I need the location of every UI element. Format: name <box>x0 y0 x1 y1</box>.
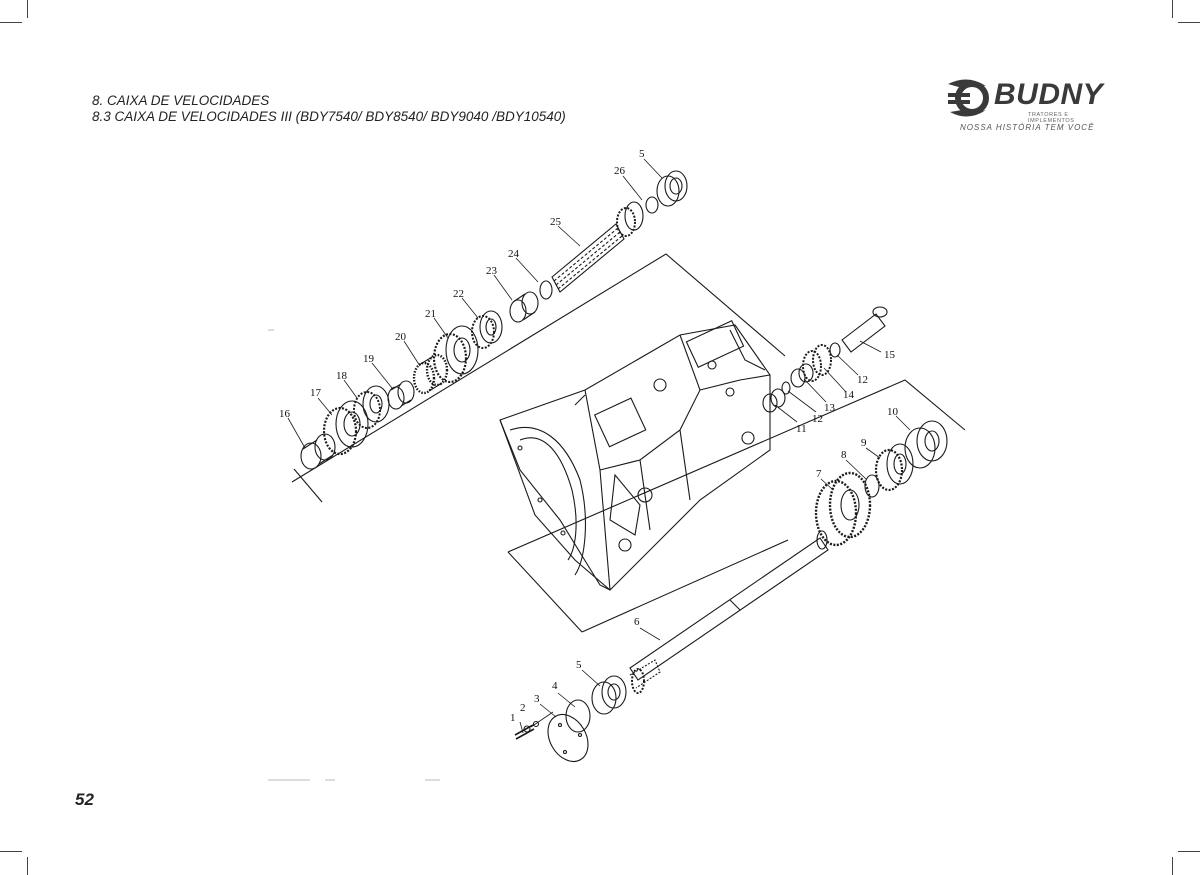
crop-mark <box>0 851 22 852</box>
label-26: 26 <box>614 165 626 177</box>
part-5-upper <box>656 170 688 207</box>
label-20: 20 <box>395 331 407 343</box>
label-23: 23 <box>486 265 498 277</box>
label-12-lower: 12 <box>812 413 823 425</box>
logo-subtitle: TRATORES E IMPLEMENTOS <box>1028 112 1075 124</box>
part-13 <box>790 363 814 388</box>
section-subtitle: 8.3 CAIXA DE VELOCIDADES III (BDY7540/ B… <box>92 109 566 124</box>
crop-mark <box>1172 0 1173 18</box>
part-12 <box>781 381 791 395</box>
part-8 <box>864 474 880 498</box>
label-5-upper: 5 <box>639 148 645 160</box>
part-4 <box>565 699 591 733</box>
leader-lines <box>287 158 911 734</box>
part-3 <box>547 714 589 762</box>
crop-mark <box>0 22 22 23</box>
part-21 <box>432 325 479 384</box>
part-5-lower <box>591 675 627 715</box>
label-21: 21 <box>425 308 436 320</box>
section-title: 8. CAIXA DE VELOCIDADES <box>92 93 270 108</box>
crop-mark <box>27 0 28 18</box>
part-22 <box>471 310 503 349</box>
part-12-upper <box>829 342 841 358</box>
crop-mark <box>1178 22 1200 23</box>
logo-emblem-icon <box>948 79 989 117</box>
budny-logo: BUDNY TRATORES E IMPLEMENTOS NOSSA HISTÓ… <box>944 76 1104 138</box>
part-14 <box>802 344 832 382</box>
label-14: 14 <box>843 389 855 401</box>
part-26 <box>645 196 659 214</box>
part-10 <box>904 420 948 469</box>
part-labels: 1 2 3 4 5 5 6 7 8 9 10 11 12 12 13 14 15… <box>279 148 899 724</box>
label-12-upper: 12 <box>857 374 868 386</box>
part-16 <box>300 433 336 470</box>
part-9 <box>874 443 914 492</box>
part-20 <box>412 353 449 395</box>
label-15: 15 <box>884 349 896 361</box>
label-10: 10 <box>887 406 899 418</box>
label-1: 1 <box>510 712 516 724</box>
crop-mark <box>27 857 28 875</box>
label-6: 6 <box>634 616 640 628</box>
label-5-lower: 5 <box>576 659 582 671</box>
part-11 <box>762 388 786 413</box>
label-8: 8 <box>841 449 847 461</box>
part-7 <box>814 471 872 547</box>
label-16: 16 <box>279 408 291 420</box>
label-17: 17 <box>310 387 322 399</box>
label-11: 11 <box>796 423 807 435</box>
logo-tagline: NOSSA HISTÓRIA TEM VOCÊ <box>960 123 1095 132</box>
label-2: 2 <box>520 702 526 714</box>
logo-wordmark: BUDNY <box>994 78 1104 111</box>
part-18 <box>353 385 390 429</box>
label-13: 13 <box>824 402 836 414</box>
label-18: 18 <box>336 370 348 382</box>
crop-mark <box>1178 851 1200 852</box>
part-17 <box>322 400 369 456</box>
label-7: 7 <box>816 468 822 480</box>
page-number: 52 <box>75 790 94 809</box>
label-3: 3 <box>534 693 540 705</box>
label-25: 25 <box>550 216 562 228</box>
part-25 <box>551 201 644 293</box>
part-19 <box>387 380 415 410</box>
part-23 <box>509 291 539 323</box>
gearbox-housing <box>499 320 771 591</box>
part-15 <box>841 306 888 353</box>
crop-mark <box>1172 857 1173 875</box>
diagram-drawing <box>287 158 966 762</box>
label-4: 4 <box>552 680 558 692</box>
part-6 <box>629 530 829 694</box>
part-24 <box>539 280 553 300</box>
scan-artifacts <box>268 329 440 781</box>
label-19: 19 <box>363 353 375 365</box>
label-22: 22 <box>453 288 464 300</box>
section-header: 8. CAIXA DE VELOCIDADES 8.3 CAIXA DE VEL… <box>92 93 566 125</box>
label-24: 24 <box>508 248 520 260</box>
label-9: 9 <box>861 437 867 449</box>
part-1-2 <box>514 720 540 740</box>
